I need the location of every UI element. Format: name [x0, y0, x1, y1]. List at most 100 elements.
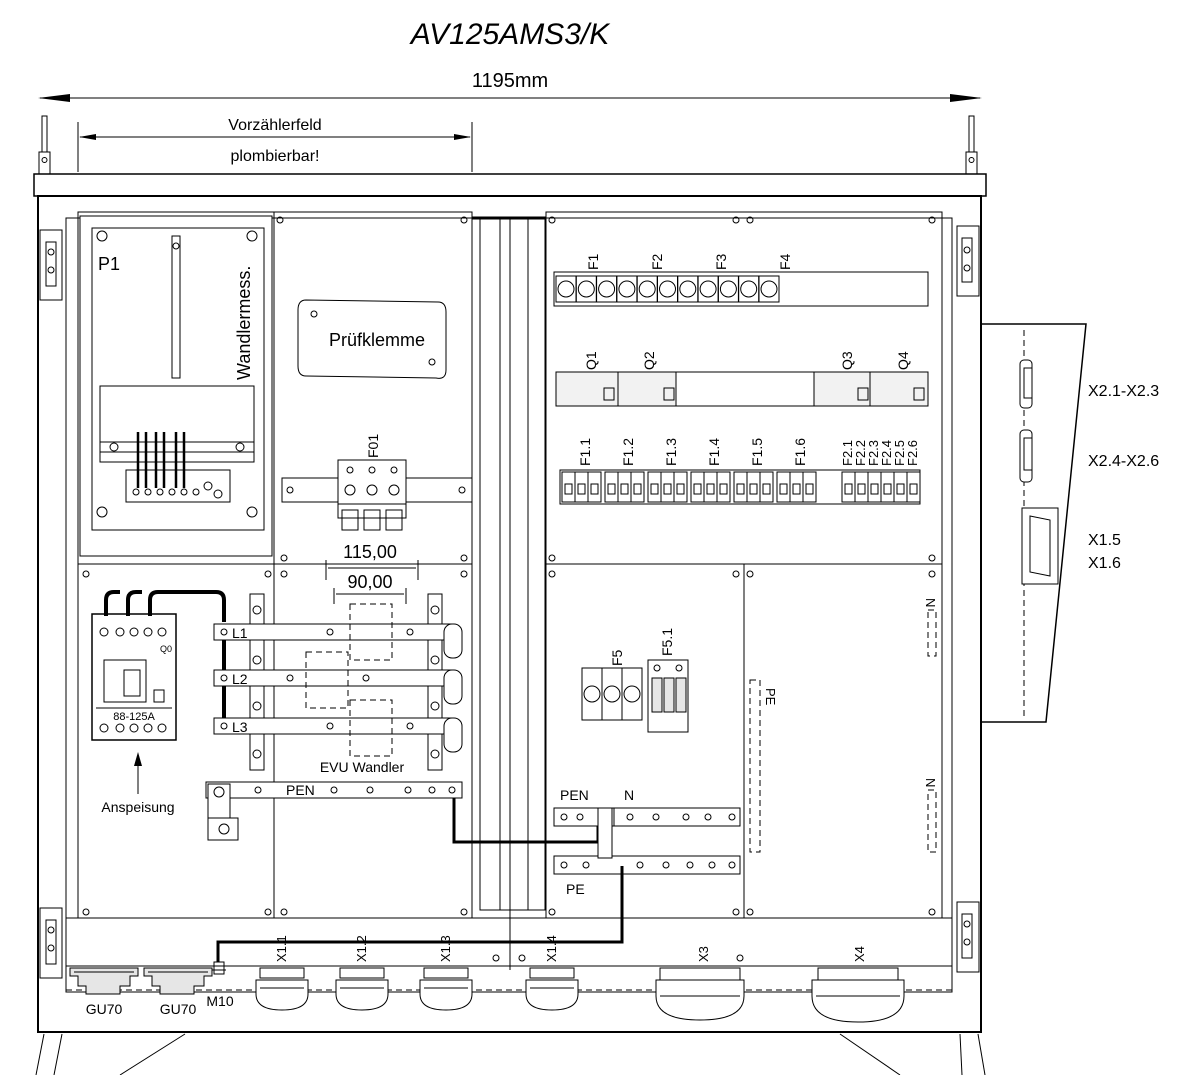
mcb-toggle	[706, 483, 715, 495]
feed-cables	[104, 590, 226, 622]
width-dimension-label: 1195mm	[472, 70, 548, 92]
socket-label-x1-5: X1.5	[1088, 532, 1121, 549]
door-hinges	[39, 225, 980, 979]
mcb-toggle	[620, 483, 629, 495]
fuse-cap	[659, 280, 676, 298]
fuse-f01-label: F01	[365, 434, 381, 458]
fuse-label-f1: F1	[585, 253, 601, 270]
fuse-cap	[740, 280, 758, 298]
diagram-title: AV125AMS3/K	[409, 18, 611, 51]
socket-label-x2-1: X2.1-X2.3	[1088, 383, 1159, 400]
mcb-label-f2-6: F2.6	[905, 440, 920, 466]
mcb-toggle	[676, 483, 685, 495]
mcb-label-f2-3: F2.3	[866, 440, 881, 466]
mcb-toggle	[564, 483, 573, 495]
pe-rail-label: PE	[763, 688, 778, 706]
mcb-label-f1-6: F1.6	[792, 438, 808, 466]
phase-label-l1: L1	[232, 625, 248, 641]
mcb-toggle	[844, 483, 853, 495]
width-dimension-line	[38, 94, 982, 102]
outlet-body	[419, 979, 473, 1011]
mcb-toggle	[663, 483, 672, 495]
mcb-label-f1-4: F1.4	[706, 438, 722, 466]
mcb-label-f2-5: F2.5	[892, 440, 907, 466]
outlet-body	[335, 979, 389, 1011]
surge-protection	[581, 659, 689, 733]
meter-type-label: Wandlermess.	[234, 266, 254, 380]
rcd-rail	[555, 371, 929, 407]
feed-label: Anspeisung	[101, 799, 174, 815]
cabinet-roof	[33, 173, 987, 197]
mcb-toggle	[749, 483, 758, 495]
outlet-label-x1-1: X1.1	[274, 935, 289, 962]
pen-bar-label: PEN	[286, 782, 315, 798]
cable-glands	[69, 961, 226, 995]
dim-lines	[325, 560, 419, 604]
mcb-label-f1-3: F1.3	[663, 438, 679, 466]
mcb-toggle	[693, 483, 702, 495]
breaker-rating: 88-125A	[113, 711, 155, 723]
outlet-collar	[259, 967, 305, 979]
meter-field-label: Vorzählerfeld	[228, 117, 321, 134]
mcb-toggle	[909, 483, 918, 495]
fuse-label-f4: F4	[777, 253, 793, 270]
fuse-label-f2: F2	[649, 253, 665, 270]
dim-outer-label: 115,00	[343, 542, 397, 562]
meter-id: P1	[98, 254, 120, 274]
test-terminal	[297, 299, 447, 379]
pe-label: PE	[566, 881, 585, 897]
test-terminal-label: Prüfklemme	[329, 330, 425, 350]
n-rail-label-bottom: N	[923, 778, 938, 787]
mcb-toggle	[805, 483, 814, 495]
outlet-label-x1-2: X1.2	[354, 935, 369, 962]
busbar-system	[205, 593, 463, 841]
outlet-body	[525, 979, 579, 1011]
rcd-label-q4: Q4	[895, 351, 911, 370]
fuse-f01	[281, 459, 473, 531]
meter-field-dimension-line	[77, 122, 473, 172]
mcb-toggle	[779, 483, 788, 495]
mcb-toggle	[590, 483, 599, 495]
mcb-toggle	[719, 483, 728, 495]
feed-arrow	[134, 752, 142, 794]
fuse-cap	[598, 280, 616, 298]
rcd-label-q1: Q1	[583, 351, 599, 370]
gland-label-1: GU70	[86, 1001, 123, 1017]
outlet-body	[255, 979, 309, 1011]
mcb-row	[559, 469, 921, 505]
mcb-toggle	[577, 483, 586, 495]
socket-outlets	[255, 967, 579, 1011]
surge-label-f5: F5	[609, 649, 625, 666]
screw	[492, 954, 500, 962]
main-breaker	[91, 613, 177, 741]
mcb-label-f2-2: F2.2	[853, 440, 868, 466]
mcb-toggle	[870, 483, 879, 495]
mcb-label-f1-5: F1.5	[749, 438, 765, 466]
mcb-label-f2-4: F2.4	[879, 440, 894, 466]
socket-label-x1-6: X1.6	[1088, 555, 1121, 572]
mcb-pole	[587, 471, 602, 503]
cee-label-x4: X4	[852, 946, 867, 962]
fuse-cap	[577, 280, 595, 298]
panel-screws	[82, 216, 936, 916]
rcd-label-q2: Q2	[641, 351, 657, 370]
mcb-toggle	[857, 483, 866, 495]
mcb-toggle	[633, 483, 642, 495]
cee-label-x3: X3	[696, 946, 711, 962]
n-rail-label-top: N	[923, 598, 938, 607]
fuse-cap	[557, 280, 575, 298]
socket-label-x2-4: X2.4-X2.6	[1088, 453, 1159, 470]
fuse-cap	[618, 280, 636, 298]
phase-label-l2: L2	[232, 671, 248, 687]
side-socket-box	[981, 323, 1087, 723]
n-label: N	[624, 787, 634, 803]
fuse-cap	[760, 280, 778, 298]
bolt-label: M10	[206, 993, 233, 1009]
mcb-pole	[759, 471, 774, 503]
mcb-pole	[906, 471, 921, 503]
fuse-holder	[758, 275, 780, 303]
outlet-label-x1-4: X1.4	[544, 935, 559, 962]
mcb-pole	[716, 471, 731, 503]
meter-field-note: plombierbar!	[231, 148, 320, 165]
pe-wire	[216, 866, 624, 968]
